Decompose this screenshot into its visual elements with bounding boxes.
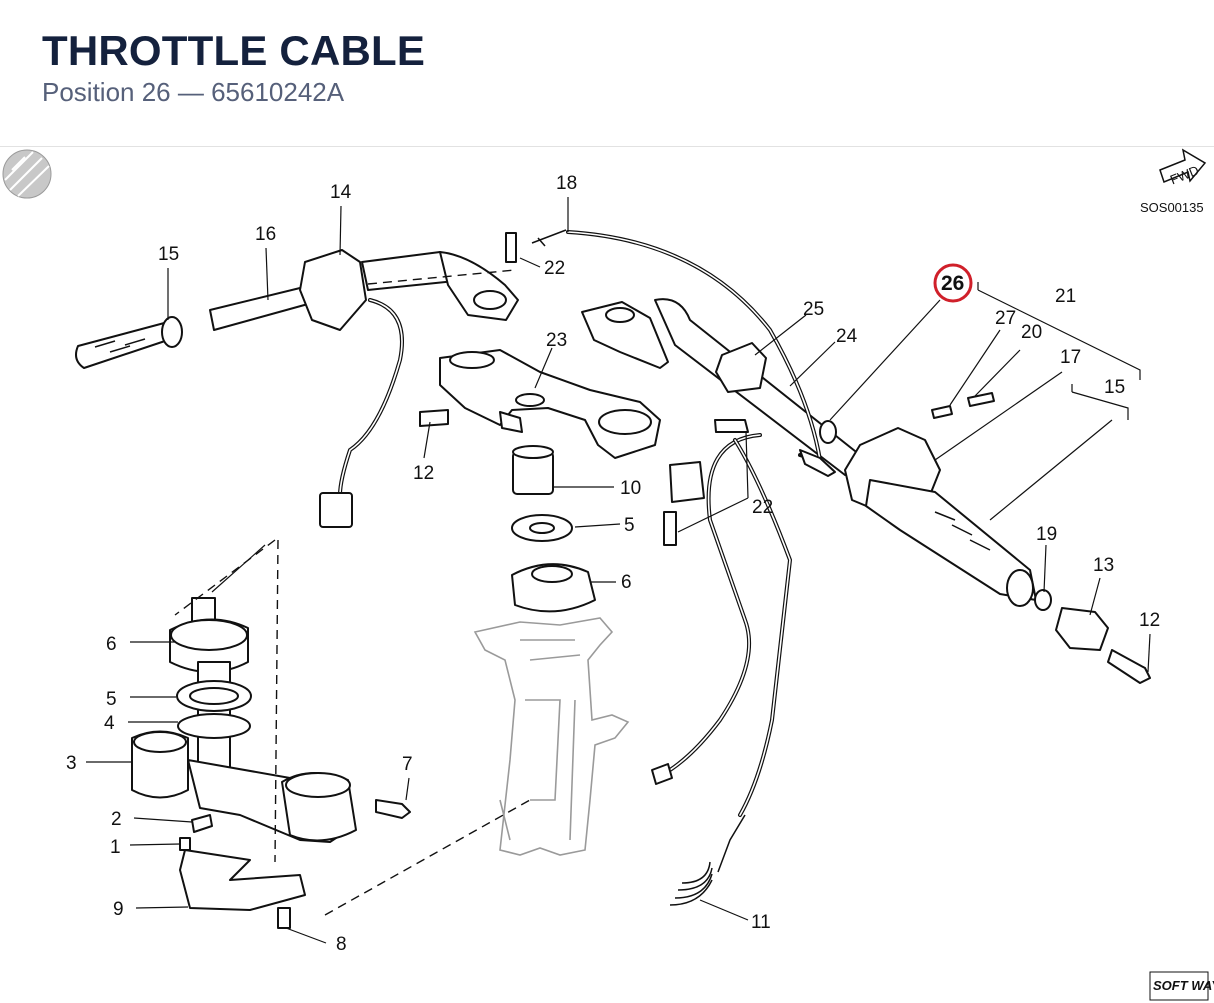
callout-23: 23	[546, 330, 567, 351]
callout-26-highlight: 26	[941, 272, 964, 295]
callout-21: 21	[1055, 286, 1076, 307]
callout-16: 16	[255, 224, 276, 245]
callout-13: 13	[1093, 555, 1114, 576]
callout-4: 4	[104, 713, 115, 734]
brand-mark-text: SOFT WAY	[1153, 978, 1214, 993]
callout-11: 11	[751, 912, 771, 933]
callout-5-left: 5	[106, 689, 117, 710]
callout-15-right: 15	[1104, 377, 1125, 398]
callout-20: 20	[1021, 322, 1042, 343]
callout-2: 2	[111, 809, 122, 830]
callout-5-center: 5	[624, 515, 635, 536]
callout-15-left: 15	[158, 244, 179, 265]
frame-outline	[473, 617, 630, 856]
callout-24: 24	[836, 326, 858, 347]
top-yoke	[439, 349, 661, 459]
callout-7: 7	[402, 754, 413, 775]
callout-8: 8	[336, 934, 347, 955]
hatched-disc-icon	[2, 149, 52, 199]
callout-14: 14	[330, 182, 352, 203]
throttle-grip-assembly	[844, 392, 1151, 684]
left-handlebar	[75, 249, 519, 528]
callout-19: 19	[1036, 524, 1057, 545]
fwd-arrow-icon: FWD	[1159, 148, 1207, 187]
diagram-code: SOS00135	[1140, 200, 1204, 215]
callout-labels: 15 16 14 18 22 23 12 10 5 6 25 24 22 26 …	[66, 173, 1160, 955]
page-subtitle: Position 26 — 65610242A	[42, 77, 345, 107]
bottom-yoke-assembly	[131, 539, 531, 929]
page-header: THROTTLE CABLE Position 26 — 65610242A	[0, 0, 1214, 147]
spring-part	[669, 861, 713, 906]
callout-9: 9	[113, 899, 124, 920]
brand-logo: SOFT WAY	[1149, 971, 1214, 1001]
callout-12-center: 12	[413, 463, 434, 484]
page-title: THROTTLE CABLE	[42, 27, 426, 74]
throttle-cables	[531, 229, 836, 873]
callout-6-left: 6	[106, 634, 117, 655]
callout-18: 18	[556, 173, 577, 194]
callout-17: 17	[1060, 347, 1081, 368]
callout-1: 1	[110, 837, 121, 858]
callout-6-center: 6	[621, 572, 632, 593]
callout-22-right: 22	[752, 497, 773, 518]
callout-25: 25	[803, 299, 824, 320]
callout-22-top: 22	[544, 258, 565, 279]
callout-10: 10	[620, 478, 641, 499]
steering-stem-parts	[419, 232, 749, 613]
exploded-parts-diagram: FWD SOS00135	[2, 148, 1214, 1001]
callout-27: 27	[995, 308, 1016, 329]
leader-lines	[86, 197, 1151, 944]
highlight-ring	[933, 263, 973, 303]
callout-3: 3	[66, 753, 77, 774]
callout-12-right: 12	[1139, 610, 1160, 631]
